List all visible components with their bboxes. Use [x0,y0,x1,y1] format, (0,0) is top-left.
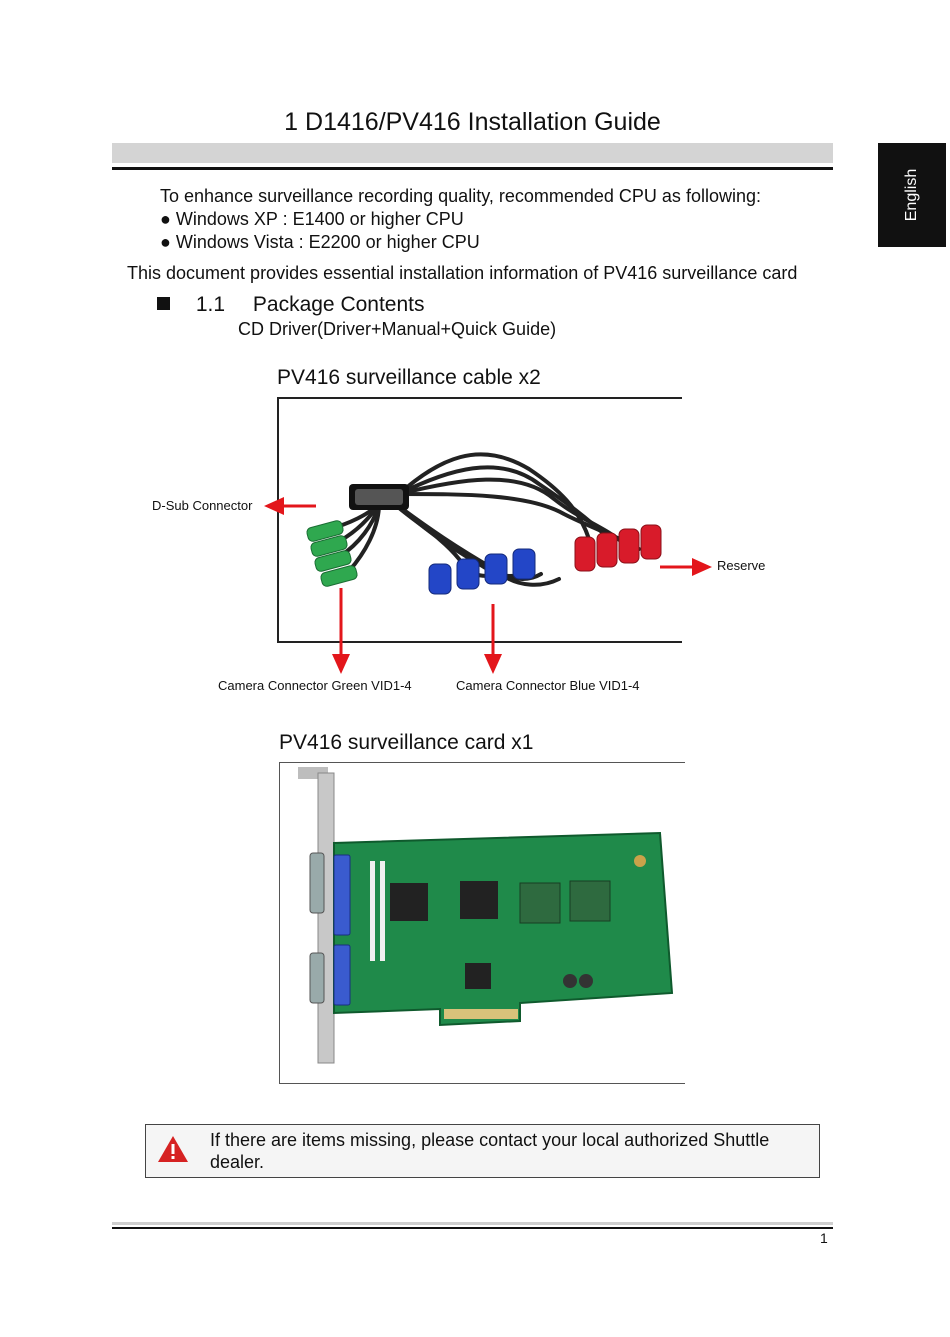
label-dsub: D-Sub Connector [152,498,253,513]
label-blue: Camera Connector Blue VID1-4 [456,678,640,693]
intro-line: To enhance surveillance recording qualit… [160,186,761,206]
title-rule [112,167,833,170]
missing-items-note: If there are items missing, please conta… [145,1124,820,1178]
cable-illustration [306,452,662,595]
cable-photo [277,397,682,643]
dsub-connector [349,484,409,510]
language-tab: English [878,143,946,247]
arrow-reserve [660,558,712,576]
section-title: Package Contents [252,293,425,316]
bracket [298,767,335,1064]
square-bullet-icon [157,297,170,310]
bullet-dot-icon: ● [160,232,171,252]
bullet-dot-icon: ● [160,209,171,229]
card-illustration [298,767,674,1064]
warning-icon [158,1136,188,1162]
footer-rule-dark [112,1227,833,1229]
bullet-item: ● Windows Vista : E2200 or higher CPU [160,232,480,253]
footer-rule [112,1222,833,1225]
bullet-text: Windows Vista : E2200 or higher CPU [175,232,480,252]
note-text: If there are items missing, please conta… [210,1130,770,1172]
bullet-item: ● Windows XP : E1400 or higher CPU [160,209,464,230]
section-number: 1.1 [195,293,226,316]
arrow-green [332,588,350,674]
arrow-blue [484,604,502,674]
page-number: 1 [820,1230,828,1246]
label-reserve: Reserve [717,558,766,573]
bullet-text: Windows XP : E1400 or higher CPU [175,209,464,229]
title-bar [112,143,833,163]
cable-caption: PV416 surveillance cable x2 [277,366,541,389]
page-title: 1 D1416/PV416 Installation Guide [284,108,661,136]
section-heading: 1.1 Package Contents [157,293,425,317]
arrow-dsub [264,497,316,515]
doc-description: This document provides essential install… [127,263,798,283]
card-photo [279,762,685,1084]
label-green: Camera Connector Green VID1-4 [218,678,412,693]
package-item-cd: CD Driver(Driver+Manual+Quick Guide) [238,319,557,339]
card-caption: PV416 surveillance card x1 [279,731,534,754]
